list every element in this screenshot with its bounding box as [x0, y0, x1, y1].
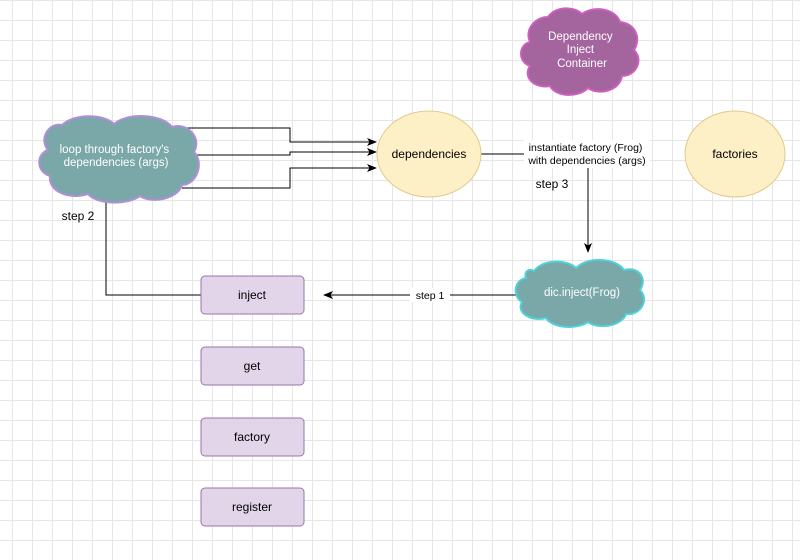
dic-inject-cloud-shape [514, 259, 645, 328]
container-cloud-label: Dependency Inject Container [548, 31, 616, 70]
edge-labels: instantiate factory (Frog) with dependen… [62, 140, 650, 302]
step3-label: step 3 [536, 177, 569, 191]
dependencies-node[interactable]: dependencies [376, 110, 482, 198]
edge-loop-to-dependencies-bottom[interactable] [182, 164, 377, 189]
method-factory[interactable]: factory [200, 417, 305, 457]
factories-ellipse [684, 110, 786, 198]
method-inject-box [200, 275, 305, 315]
factories-label: factories [712, 147, 757, 161]
step2-label: step 2 [62, 209, 95, 223]
method-inject[interactable]: inject [200, 275, 305, 315]
method-register-box [200, 487, 305, 527]
method-register[interactable]: register [200, 487, 305, 527]
edge-inject-to-loop[interactable] [105, 178, 201, 296]
edge-loop-to-dependencies-top[interactable] [182, 127, 377, 146]
edge-dependencies-to-dic-inject[interactable] [481, 153, 592, 253]
method-get-box [200, 346, 305, 386]
factories-node[interactable]: factories [684, 110, 786, 198]
method-inject-label: inject [238, 288, 267, 302]
method-get[interactable]: get [200, 346, 305, 386]
loop-cloud-shape [38, 115, 200, 204]
instantiate-label: instantiate factory (Frog) with dependen… [527, 142, 645, 167]
dependencies-label: dependencies [392, 147, 467, 161]
container-cloud[interactable]: Dependency Inject Container [520, 7, 640, 96]
edge-loop-to-dependencies-middle[interactable] [190, 148, 377, 156]
instantiate-label-bg [524, 140, 650, 168]
method-factory-label: factory [234, 430, 270, 444]
dependencies-ellipse [376, 110, 482, 198]
loop-cloud[interactable]: loop through factory's dependencies (arg… [38, 115, 200, 204]
dic-inject-cloud[interactable]: dic.inject(Frog) [514, 259, 645, 328]
method-factory-box [200, 417, 305, 457]
method-register-label: register [232, 500, 272, 514]
step1-label: step 1 [416, 290, 445, 302]
container-cloud-shape [520, 7, 640, 96]
dic-inject-cloud-label: dic.inject(Frog) [544, 287, 620, 299]
method-get-label: get [244, 359, 261, 373]
step1-label-bg [410, 288, 450, 302]
loop-cloud-label: loop through factory's dependencies (arg… [60, 144, 173, 169]
